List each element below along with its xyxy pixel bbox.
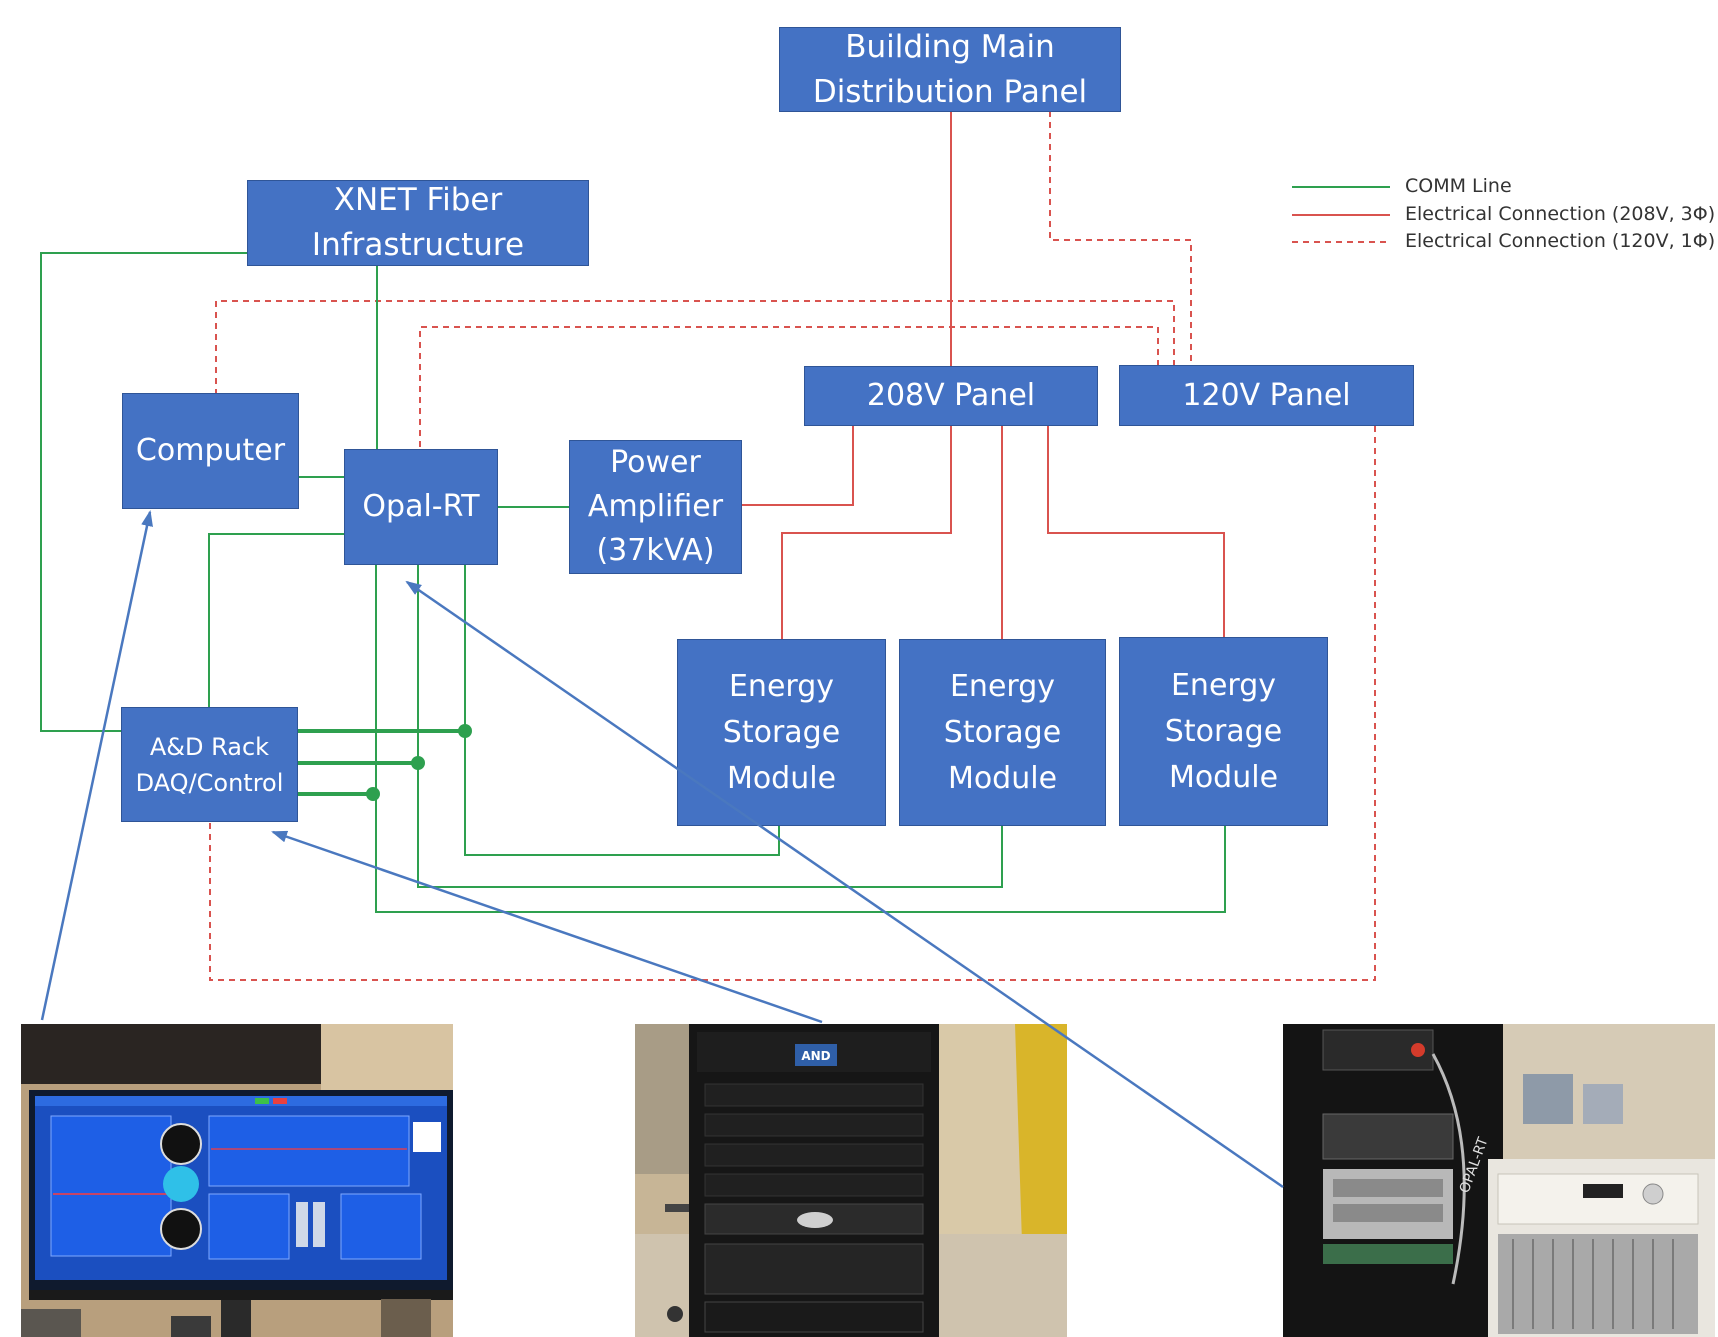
legend-label-120v: Electrical Connection (120V, 1Φ) — [1405, 230, 1716, 252]
box-line: 208V Panel — [866, 378, 1036, 413]
box-line: Opal-RT — [362, 489, 480, 524]
box-line: Building Main — [845, 28, 1055, 65]
box-line: 120V Panel — [1182, 377, 1351, 413]
box-line: Module — [947, 760, 1058, 796]
junction-dot — [458, 724, 472, 738]
computer-photo — [21, 1024, 453, 1337]
comm-rack-links — [297, 729, 465, 796]
panel-208v-box: 208V Panel — [804, 366, 1098, 426]
box-line: Power — [610, 445, 701, 480]
line-amp-to-208v — [741, 426, 854, 506]
box-line: Amplifier — [587, 489, 724, 524]
box-line: Energy — [949, 668, 1055, 704]
monitor-screen-illustration — [21, 1024, 453, 1337]
opal-rt-box: Opal-RT — [344, 449, 498, 565]
line-120v-to-computer — [215, 300, 1175, 393]
box-line: Distribution Panel — [812, 73, 1088, 110]
box-line: Energy — [728, 668, 834, 704]
box-line: Infrastructure — [311, 227, 525, 263]
box-line: Module — [1168, 759, 1279, 795]
legend-label-comm: COMM Line — [1405, 175, 1512, 197]
box-line: Storage — [722, 714, 841, 750]
computer-box: Computer — [122, 393, 299, 509]
legend-label-208v: Electrical Connection (208V, 3Φ) — [1405, 203, 1716, 225]
box-line: A&D Rack — [149, 732, 270, 761]
line-208v-to-esm1 — [781, 426, 952, 639]
box-line: XNET Fiber — [333, 182, 503, 218]
box-line: (37kVA) — [596, 533, 715, 568]
box-line: Storage — [1164, 713, 1283, 749]
ad-rack-photo: AND — [635, 1024, 1067, 1337]
box-line: DAQ/Control — [135, 768, 284, 797]
box-line: Module — [726, 760, 837, 796]
comm-opal-to-adrack — [208, 533, 345, 707]
line-208v-to-esm3 — [1047, 426, 1225, 637]
line-main-to-120v — [1049, 111, 1192, 366]
junction-dot — [411, 756, 425, 770]
rack-logo-text: AND — [801, 1049, 830, 1063]
legend-samples — [1292, 186, 1390, 243]
opal-rt-cabinet-illustration: OPAL-RT — [1283, 1024, 1715, 1337]
rack-cabinet-illustration: AND — [635, 1024, 1067, 1337]
box-line: Storage — [943, 714, 1062, 750]
box-line: Computer — [135, 433, 286, 468]
box-line: Energy — [1170, 667, 1276, 703]
line-120v-to-opal — [419, 326, 1159, 449]
junction-dot — [366, 787, 380, 801]
opal-rt-photo: OPAL-RT — [1283, 1024, 1715, 1337]
panel-120v-box: 120V Panel — [1119, 365, 1414, 426]
